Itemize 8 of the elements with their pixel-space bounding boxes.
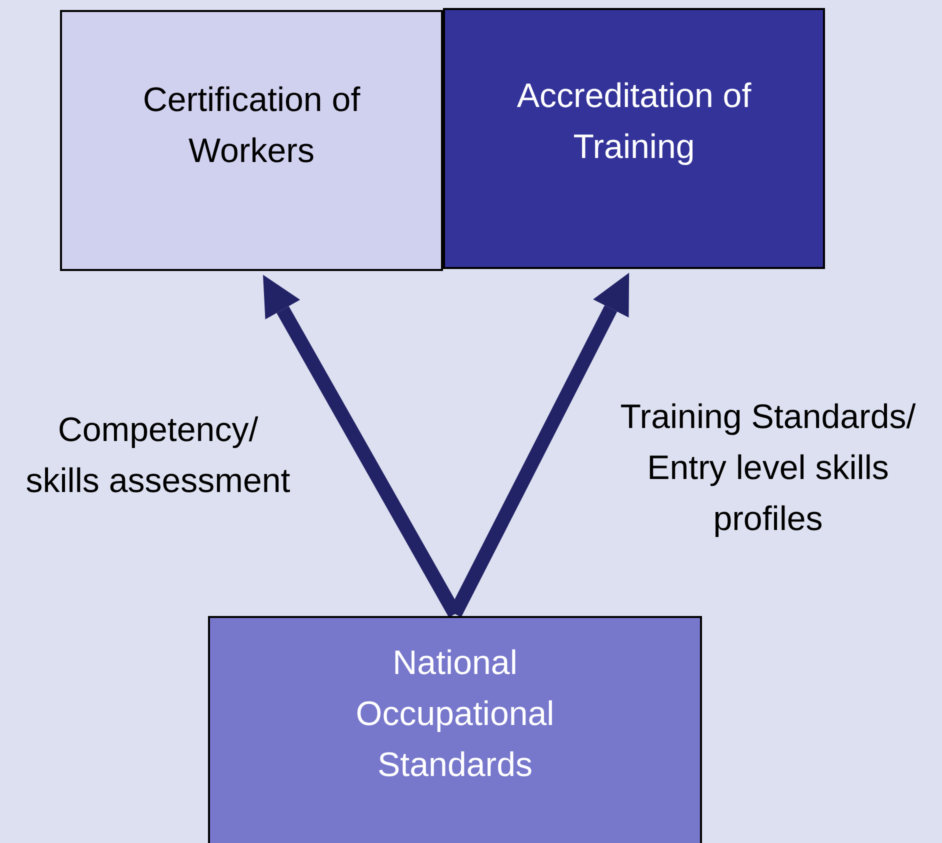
box-label: Certification of Workers xyxy=(142,80,362,172)
process-box xyxy=(60,10,443,271)
process-box xyxy=(208,616,702,843)
process-box xyxy=(443,8,825,269)
box-label: National Occupational Standards xyxy=(354,642,556,786)
edge-label: Training Standards/ Entry level skills profiles xyxy=(619,397,917,540)
edge-label: Competency/ skills assessment xyxy=(24,410,292,502)
box-label: Accreditation of Training xyxy=(516,76,752,168)
